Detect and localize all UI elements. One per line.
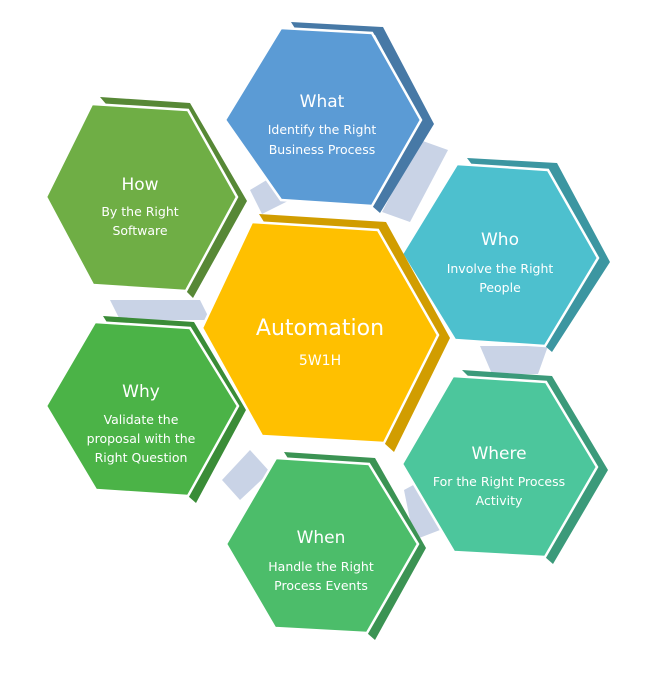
who-desc-line-1: Involve the Right	[447, 261, 554, 276]
when-desc-line-2: Process Events	[274, 578, 368, 593]
connector-what-who	[382, 140, 448, 222]
when-desc-line-1: Handle the Right	[268, 559, 374, 574]
hex-where-side	[462, 370, 608, 564]
why-desc-line-1: Validate the	[104, 412, 179, 427]
hex-how-shape	[44, 102, 239, 293]
hex-what: What Identify the Right Business Process	[223, 22, 434, 213]
when-title: When	[297, 528, 346, 548]
connectors	[110, 140, 548, 540]
hex-when-shape	[224, 456, 420, 635]
where-title: Where	[471, 444, 526, 464]
what-desc-line-2: Business Process	[269, 142, 376, 157]
hex-who: Who Involve the Right People	[400, 158, 610, 352]
connector-when-why	[222, 450, 270, 500]
how-desc-line-1: By the Right	[101, 204, 178, 219]
hex-center: Automation 5W1H	[200, 214, 450, 452]
who-title: Who	[481, 230, 519, 250]
hex-when: When Handle the Right Process Events	[224, 452, 426, 640]
hex-who-side	[467, 158, 610, 352]
connector-why-how	[110, 300, 210, 320]
hex-how: How By the Right Software	[44, 97, 247, 298]
connector-who-where	[480, 346, 548, 374]
hex-center-shape	[200, 220, 440, 445]
hex-where-shape	[400, 374, 599, 559]
center-subtitle: 5W1H	[299, 353, 341, 369]
where-desc-line-2: Activity	[476, 493, 523, 508]
what-desc-line-1: Identify the Right	[268, 122, 377, 137]
who-desc-line-2: People	[479, 280, 521, 295]
why-desc-line-3: Right Question	[95, 450, 188, 465]
hex-why: Why Validate the proposal with the Right…	[44, 316, 246, 503]
how-title: How	[121, 175, 158, 195]
what-title: What	[300, 92, 345, 112]
where-desc-line-1: For the Right Process	[433, 474, 565, 489]
hex-where: Where For the Right Process Activity	[400, 370, 608, 564]
hex-what-shape	[223, 26, 423, 208]
why-title: Why	[122, 382, 160, 402]
hex-why-shape	[44, 320, 240, 498]
center-title: Automation	[256, 316, 384, 341]
hex-what-side	[291, 22, 434, 213]
how-desc-line-2: Software	[112, 223, 167, 238]
why-desc-line-2: proposal with the	[87, 431, 196, 446]
